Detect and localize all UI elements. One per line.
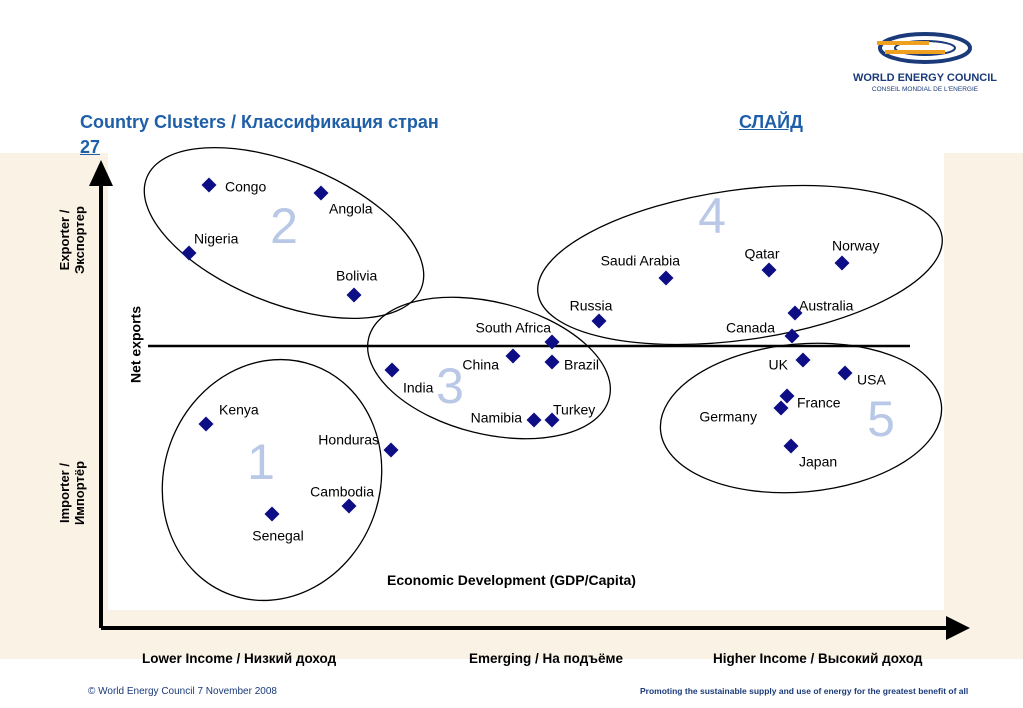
diagram-panel (108, 153, 944, 610)
label-kenya: Kenya (219, 402, 259, 418)
page-title: Country Clusters / Классификация стран (80, 112, 439, 132)
label-congo: Congo (225, 179, 266, 195)
label-honduras: Honduras (318, 432, 379, 448)
label-turkey: Turkey (553, 402, 595, 418)
footer-copyright: © World Energy Council 7 November 2008 (88, 686, 277, 697)
label-australia: Australia (799, 298, 854, 314)
marker-russia (591, 313, 607, 329)
globe-icon (877, 32, 972, 64)
marker-namibia (526, 412, 542, 428)
logo-subtitle: CONSEIL MONDIAL DE L'ENERGIE (871, 86, 979, 93)
cluster-5-number: 5 (867, 391, 895, 447)
world-energy-council-logo: WORLD ENERGY COUNCIL CONSEIL MONDIAL DE … (845, 30, 1005, 100)
cluster-3-ellipse (366, 296, 612, 440)
importer-label-en: Importer / (57, 463, 72, 523)
label-namibia: Namibia (471, 410, 523, 426)
x-axis-title: Economic Development (GDP/Capita) (387, 572, 636, 588)
label-norway: Norway (832, 238, 879, 254)
x-label-mid: Emerging / На подъёме (469, 651, 623, 666)
label-japan: Japan (799, 454, 837, 470)
label-france: France (797, 395, 841, 411)
marker-norway (834, 255, 850, 271)
label-senegal: Senegal (252, 528, 303, 544)
exporter-label-en: Exporter / (57, 209, 72, 271)
importer-label-ru: Импортёр (72, 460, 87, 526)
label-nigeria: Nigeria (194, 231, 239, 247)
x-label-low: Lower Income / Низкий доход (142, 651, 337, 666)
x-label-high: Higher Income / Высокий доход (713, 651, 923, 666)
marker-congo (201, 177, 217, 193)
marker-bolivia (346, 287, 362, 303)
cluster-3-number: 3 (436, 358, 464, 414)
cluster-4-number: 4 (698, 188, 726, 244)
y-axis-arrow (89, 160, 113, 186)
marker-uk (795, 352, 811, 368)
marker-senegal (264, 506, 280, 522)
cluster-2-ellipse (143, 146, 425, 320)
label-uk: UK (769, 357, 789, 373)
marker-canada (784, 328, 800, 344)
marker-saudi-arabia (658, 270, 674, 286)
slide-label[interactable]: СЛАЙД (739, 112, 803, 132)
label-angola: Angola (329, 201, 373, 217)
label-saudi-arabia: Saudi Arabia (601, 253, 681, 269)
logo-name: WORLD ENERGY COUNCIL (852, 72, 998, 84)
marker-qatar (761, 262, 777, 278)
label-south-africa: South Africa (476, 320, 552, 336)
cluster-2-number: 2 (270, 198, 298, 254)
marker-china (505, 348, 521, 364)
net-exports-label: Net exports (127, 305, 144, 384)
marker-kenya (198, 416, 214, 432)
slide-number[interactable]: 27 (80, 137, 101, 157)
cluster-1-number: 1 (247, 434, 275, 490)
x-axis-arrow (946, 616, 970, 640)
label-brazil: Brazil (564, 357, 599, 373)
marker-usa (837, 365, 853, 381)
marker-france (779, 388, 795, 404)
marker-turkey (544, 412, 560, 428)
label-bolivia: Bolivia (336, 268, 377, 284)
label-usa: USA (857, 372, 886, 388)
marker-angola (313, 185, 329, 201)
label-germany: Germany (699, 409, 757, 425)
label-china: China (462, 357, 499, 373)
marker-honduras (383, 442, 399, 458)
marker-nigeria (181, 245, 197, 261)
marker-cambodia (341, 498, 357, 514)
marker-south-africa (544, 334, 560, 350)
exporter-label-ru: Экспортер (72, 206, 87, 274)
label-india: India (403, 380, 434, 396)
label-canada: Canada (726, 320, 775, 336)
marker-australia (787, 305, 803, 321)
marker-japan (783, 438, 799, 454)
importer-label: Importer / Импортёр (57, 443, 87, 543)
footer-tagline: Promoting the sustainable supply and use… (640, 686, 969, 696)
marker-germany (773, 400, 789, 416)
label-cambodia: Cambodia (310, 484, 374, 500)
exporter-label: Exporter / Экспортер (57, 200, 87, 280)
cluster-5-ellipse (659, 342, 943, 494)
label-qatar: Qatar (744, 246, 779, 262)
marker-india (384, 362, 400, 378)
marker-brazil (544, 354, 560, 370)
cluster-1-ellipse (161, 358, 383, 602)
label-russia: Russia (570, 298, 613, 314)
cluster-4-ellipse (537, 184, 943, 346)
